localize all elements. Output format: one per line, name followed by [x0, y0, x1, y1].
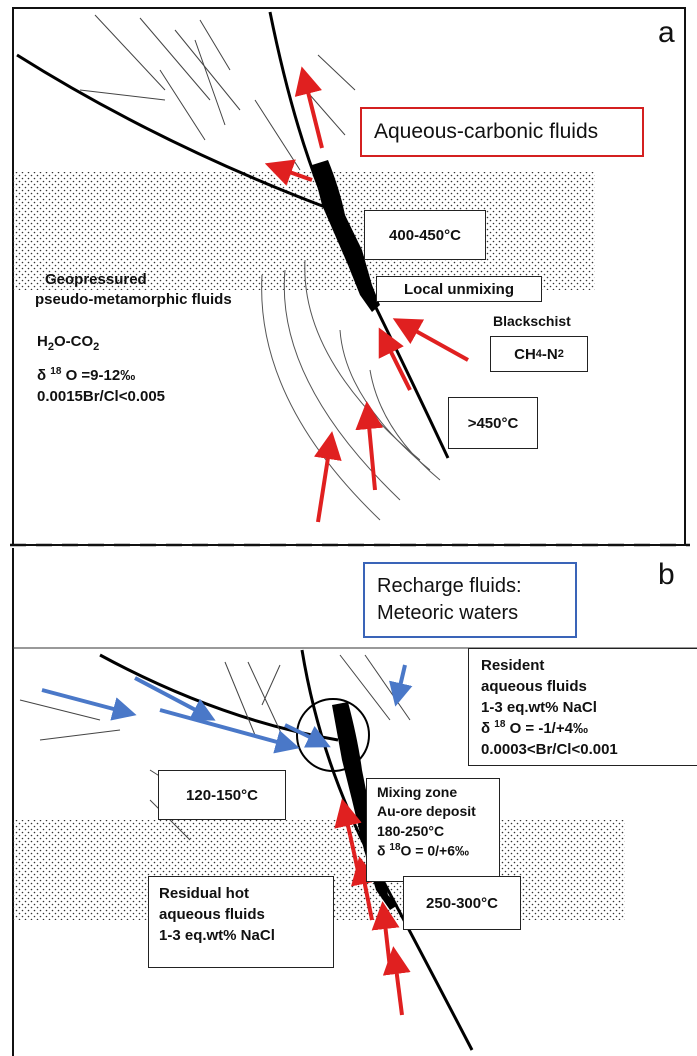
mixing-line1: Mixing zone — [377, 784, 458, 800]
mixing-delta-sup: 18 — [389, 841, 401, 853]
resident-line3: 1-3 eq.wt% NaCl — [481, 699, 597, 716]
resident-delta-symbol: δ — [481, 720, 491, 737]
h2o-h: H — [37, 333, 48, 350]
mixing-delta-value: O = 0/+6‰ — [400, 842, 469, 859]
panel-b-tag: b — [658, 558, 675, 591]
delta-sup-a: 18 — [50, 366, 62, 377]
resident-line1: Resident — [481, 657, 545, 674]
blue-arrows-b — [41, 664, 413, 754]
geopressured-label: Geopressured pseudo-metamorphic fluids — [35, 270, 232, 309]
ore-body-b — [332, 702, 398, 910]
resident-text: Resident aqueous fluids 1-3 eq.wt% NaCl … — [469, 649, 697, 760]
h2o-co2-label: H2O-CO2 — [37, 332, 99, 354]
panel-a — [12, 7, 686, 546]
resident-fluids-box: Resident aqueous fluids 1-3 eq.wt% NaCl … — [468, 648, 697, 766]
resident-delta: δ 18 O = -1/+4‰ — [481, 718, 697, 739]
ch4-text: CH — [514, 345, 536, 363]
temp-box-400-450: 400-450°C — [364, 210, 486, 260]
recharge-line2: Meteoric waters — [377, 602, 519, 624]
resident-br: 0.0003<Br/Cl<0.001 — [481, 741, 618, 758]
h2o-sub: 2 — [47, 341, 54, 353]
h2o-rest: O-CO — [53, 333, 94, 350]
local-unmixing-box: Local unmixing — [376, 276, 542, 302]
panel-a-tag: a — [658, 16, 675, 49]
ore-body-a — [312, 160, 380, 312]
mixing-zone-box: Mixing zone Au-ore deposit 180-250°C δ 1… — [366, 778, 500, 882]
mixing-text: Mixing zone Au-ore deposit 180-250°C δ 1… — [367, 779, 499, 861]
mixing-line3: 180-250°C — [377, 822, 445, 839]
n2-sub: 2 — [557, 348, 564, 360]
cleavage-lines-a — [79, 14, 356, 171]
recharge-fluids-box: Recharge fluids: Meteoric waters — [363, 562, 577, 638]
fault-curve-a — [16, 53, 334, 212]
delta-symbol-a: δ — [37, 367, 47, 384]
stippled-layer-a — [13, 172, 595, 290]
mixing-line2: Au-ore deposit — [377, 803, 476, 820]
ch4-sub: 4 — [535, 348, 542, 360]
red-arrows-a — [264, 66, 469, 523]
geopressured-line1: Geopressured — [45, 271, 147, 288]
foliation-lines-a — [261, 259, 441, 521]
aqueous-carbonic-box: Aqueous-carbonic fluids — [360, 107, 644, 157]
blackschist-label: Blackschist — [493, 313, 571, 329]
residual-fluids-box: Residual hot aqueous fluids 1-3 eq.wt% N… — [148, 876, 334, 968]
resident-delta-value: O = -1/+4‰ — [509, 720, 588, 737]
resident-delta-sup: 18 — [494, 719, 506, 730]
br-cl-label-a: 0.0015Br/Cl<0.005 — [37, 388, 166, 405]
residual-line3: 1-3 eq.wt% NaCl — [159, 927, 275, 944]
delta18o-label-a: δ 18 O =9-12‰ — [37, 365, 135, 386]
mixing-delta-symbol: δ — [377, 842, 386, 859]
residual-text: Residual hot aqueous fluids 1-3 eq.wt% N… — [149, 877, 333, 946]
temp-box-450: >450°C — [448, 397, 538, 449]
resident-line2: aqueous fluids — [481, 678, 587, 695]
recharge-line1: Recharge fluids: — [377, 575, 522, 597]
residual-line1: Residual hot — [159, 885, 250, 902]
co2-sub: 2 — [93, 341, 100, 353]
temp-box-120-150: 120-150°C — [158, 770, 286, 820]
temp-box-250-300: 250-300°C — [403, 876, 521, 930]
mixing-delta: δ 18O = 0/+6‰ — [377, 841, 499, 861]
delta-value-a: O =9-12‰ — [65, 367, 136, 384]
panel-b — [12, 548, 697, 1056]
n2-text: -N — [541, 345, 558, 363]
residual-line2: aqueous fluids — [159, 906, 265, 923]
red-arrows-b — [334, 798, 411, 1016]
geopressured-line2: pseudo-metamorphic fluids — [35, 290, 232, 308]
